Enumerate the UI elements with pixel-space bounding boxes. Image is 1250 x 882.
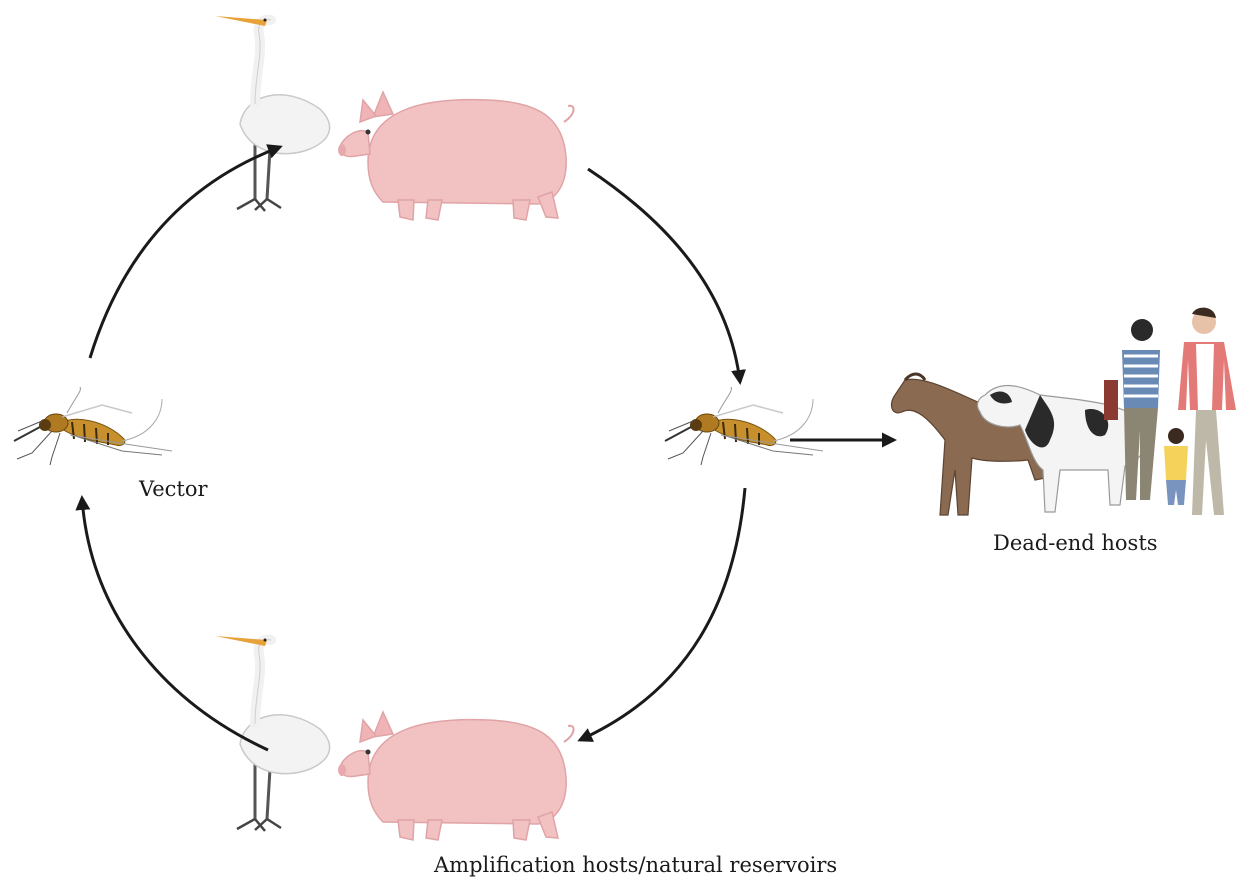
mosquito-icon-right bbox=[665, 387, 823, 465]
arrow-icon-right-to-bottom bbox=[580, 488, 745, 740]
egret-icon-bottom bbox=[215, 636, 330, 831]
arrow-icon-bottom-to-vector bbox=[82, 498, 268, 750]
egret-icon-top bbox=[215, 16, 330, 211]
mosquito-icon-left bbox=[14, 387, 172, 465]
vector-label: Vector bbox=[139, 477, 208, 501]
dead-end-hosts-label: Dead-end hosts bbox=[993, 531, 1158, 555]
arrow-icon-top-to-right bbox=[588, 169, 740, 382]
pig-icon-top bbox=[338, 92, 574, 220]
amplification-hosts-label: Amplification hosts/natural reservoirs bbox=[434, 853, 837, 877]
pig-icon-bottom bbox=[338, 712, 574, 840]
arrow-icon-vector-to-top bbox=[90, 147, 280, 358]
